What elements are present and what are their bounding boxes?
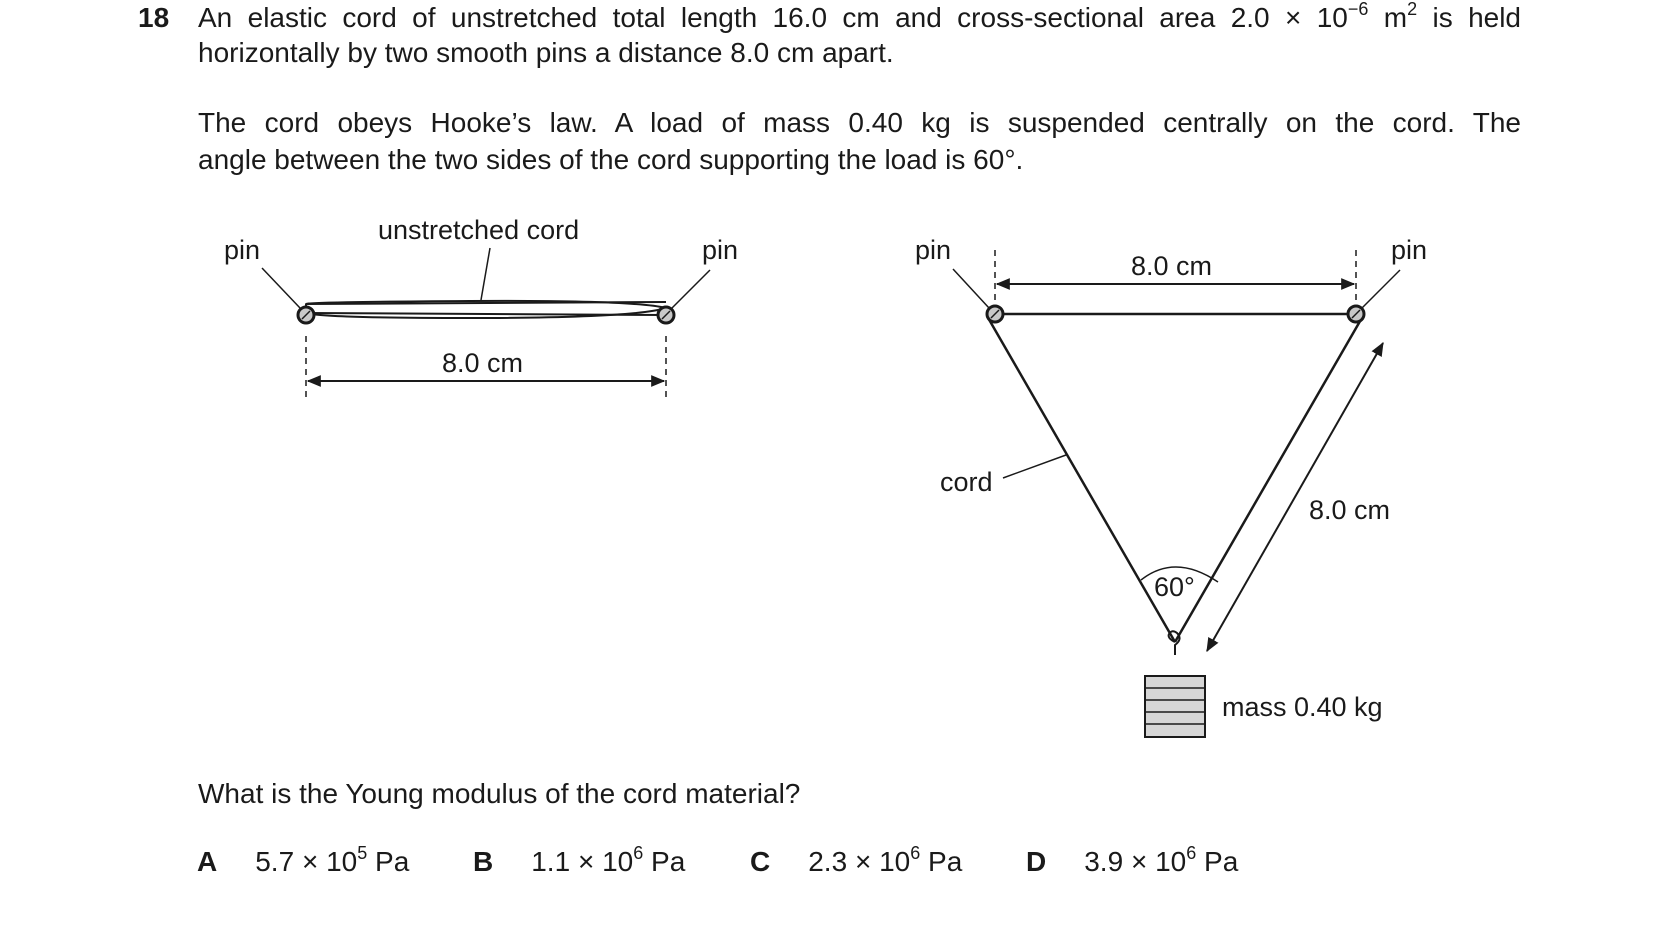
cord-right-side [1173, 315, 1365, 643]
question-number: 18 [138, 2, 170, 33]
label-cord: cord [940, 467, 993, 497]
diagram-unstretched [261, 247, 711, 398]
question-prompt: What is the Young modulus of the cord ma… [198, 778, 801, 809]
label-mass: mass 0.40 kg [1222, 692, 1383, 722]
question-line-2: horizontally by two smooth pins a distan… [198, 37, 894, 68]
diagram-stretched [952, 250, 1401, 738]
label-unstretched-cord: unstretched cord [378, 215, 579, 245]
label-top-distance: 8.0 cm [1131, 251, 1212, 281]
mass-block [1144, 675, 1206, 738]
question-line-4: angle between the two sides of the cord … [198, 144, 1024, 175]
question-line-1: An elastic cord of unstretched total len… [198, 0, 1522, 33]
label-angle: 60° [1154, 572, 1195, 602]
question-line-3: The cord obeys Hooke’s law. A load of ma… [198, 107, 1521, 138]
label-pin-right-stretched: pin [1391, 235, 1427, 265]
label-pin-right-unstretched: pin [702, 235, 738, 265]
cord-left-side [985, 315, 1177, 643]
label-pin-left-unstretched: pin [224, 235, 260, 265]
label-distance-unstretched: 8.0 cm [442, 348, 523, 378]
label-side-length: 8.0 cm [1309, 495, 1390, 525]
side-length-arrow [1206, 341, 1384, 653]
label-pin-left-stretched: pin [915, 235, 951, 265]
hook [1167, 630, 1181, 655]
